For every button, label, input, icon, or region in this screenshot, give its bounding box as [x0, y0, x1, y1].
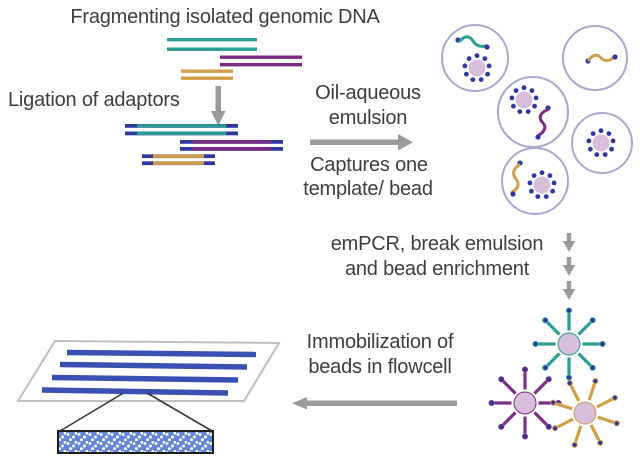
clonal-bead-gold [538, 366, 632, 460]
label-ligation: Ligation of adaptors [8, 89, 180, 111]
droplet-1-contents [455, 35, 492, 82]
adapted-fragments [125, 124, 283, 166]
immobilize-arrow-icon [292, 397, 457, 410]
flowcell [16, 339, 281, 402]
droplet-3 [497, 76, 569, 148]
label-empcr-1: emPCR, break emulsion [330, 233, 544, 255]
droplet-2 [562, 25, 628, 91]
droplet-3-contents [509, 85, 551, 140]
label-emulsion-1: Oil-aqueous [315, 82, 421, 104]
droplet-2-contents [585, 53, 618, 64]
label-fragmenting: Fragmenting isolated genomic DNA [70, 6, 380, 28]
emulsion-droplets [441, 24, 633, 215]
label-immobilize-1: Immobilization of [306, 331, 454, 353]
clonal-bead-teal [531, 306, 607, 382]
clonal-beads [487, 306, 632, 460]
label-immobilize-2: beads in flowcell [308, 356, 452, 378]
empcr-dashed-arrow-icon [562, 233, 576, 300]
label-capture-1: Captures one [310, 154, 428, 176]
ligation-arrow-icon [211, 86, 226, 126]
label-empcr-2: and bead enrichment [344, 258, 530, 280]
droplet-1 [441, 24, 509, 92]
lane-cross-section [57, 430, 214, 454]
emulsion-arrow-icon [310, 134, 413, 151]
flowcell-zoom-callout [57, 392, 214, 454]
genomic-fragments [167, 38, 302, 80]
label-emulsion-2: emulsion [328, 107, 408, 129]
label-capture-2: template/ bead [303, 178, 433, 200]
droplet-4-contents [510, 160, 557, 199]
